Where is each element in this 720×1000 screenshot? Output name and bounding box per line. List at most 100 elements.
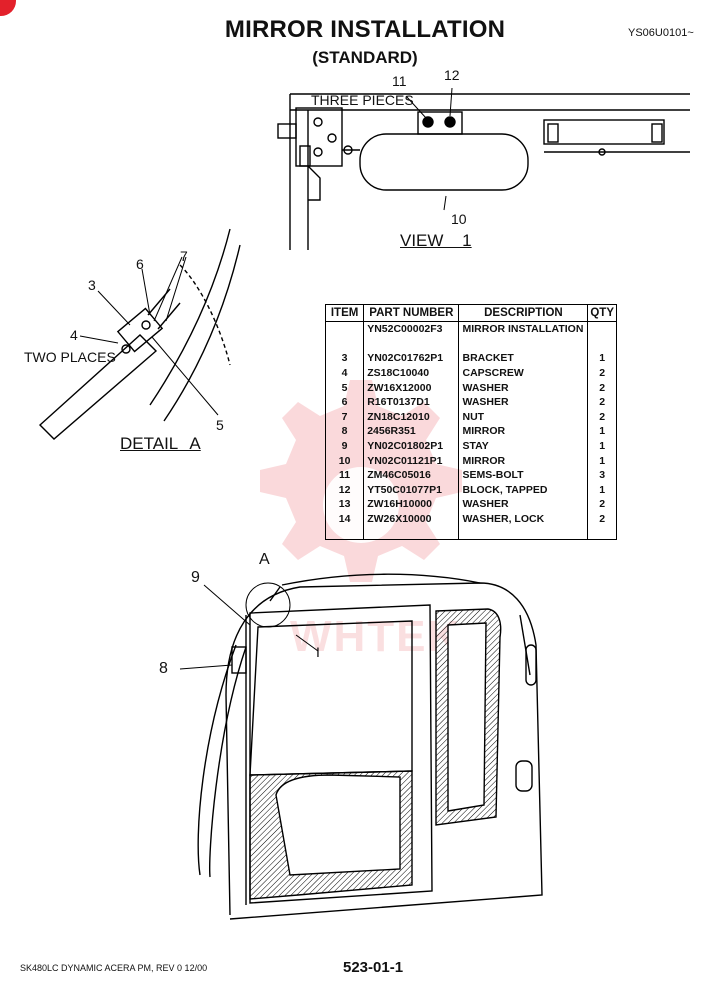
cell-qty: 2 — [587, 380, 617, 395]
view1-label: VIEW 1 — [400, 231, 472, 250]
document-code: YS06U0101~ — [628, 27, 694, 39]
cell-item: 14 — [324, 511, 365, 527]
cell-item: 8 — [324, 424, 365, 439]
cell-qty — [587, 336, 617, 352]
page-subtitle: (STANDARD) — [312, 48, 418, 67]
col-header-item: ITEM — [324, 304, 365, 322]
cell-item — [324, 321, 365, 337]
cell-part: YT50C01077P1 — [363, 482, 460, 498]
view1-note: THREE PIECES — [311, 92, 414, 108]
callout-6: 6 — [136, 256, 144, 272]
page-title: MIRROR INSTALLATION — [224, 16, 506, 43]
cell-part: ZN18C12010 — [363, 409, 460, 425]
cell-item: 13 — [324, 497, 365, 512]
cell-item: 3 — [324, 351, 365, 366]
cell-desc: STAY — [458, 438, 589, 454]
detail-a-note: TWO PLACES — [24, 349, 116, 365]
table-header-row: ITEM PART NUMBER DESCRIPTION QTY — [324, 304, 617, 322]
callout-11: 11 — [392, 73, 407, 89]
cell-desc: BLOCK, TAPPED — [458, 482, 589, 498]
cell-part: YN02C01121P1 — [363, 453, 460, 468]
col-header-qty: QTY — [587, 304, 617, 322]
cell-item: 6 — [324, 394, 365, 410]
cell-qty: 1 — [587, 438, 617, 454]
col-header-part-number: PART NUMBER — [363, 304, 460, 322]
table-filler-row — [324, 526, 617, 540]
cell-desc: NUT — [458, 409, 589, 425]
cell-desc: BRACKET — [458, 351, 589, 366]
cell-qty: 2 — [587, 365, 617, 381]
callout-12: 12 — [444, 67, 460, 83]
cell-desc: WASHER — [458, 497, 589, 512]
cell-part: YN02C01802P1 — [363, 438, 460, 454]
cab-drawing — [179, 573, 543, 920]
callout-4: 4 — [70, 327, 78, 343]
cell-part: YN02C01762P1 — [363, 351, 460, 366]
callout-7: 7 — [180, 248, 188, 264]
cell-qty — [587, 321, 617, 337]
detail-a-drawing — [38, 228, 241, 440]
table-row — [324, 336, 617, 352]
parts-table: ITEM PART NUMBER DESCRIPTION QTY YN52C00… — [324, 304, 617, 540]
callout-10: 10 — [451, 211, 467, 227]
cell-qty: 1 — [587, 453, 617, 468]
cell-desc: MIRROR — [458, 453, 589, 468]
cell-part: R16T0137D1 — [363, 394, 460, 410]
cell-desc: WASHER — [458, 394, 589, 410]
cell-desc: SEMS-BOLT — [458, 467, 589, 483]
page-number: 523-01-1 — [343, 959, 404, 976]
callout-3: 3 — [88, 277, 96, 293]
cell-qty: 2 — [587, 497, 617, 512]
cell-item: 5 — [324, 380, 365, 395]
cell-desc — [458, 336, 589, 352]
cell-item: 11 — [324, 467, 365, 483]
callout-8: 8 — [159, 660, 168, 677]
callout-view1-arrow: I — [316, 644, 320, 660]
cell-part: ZW16H10000 — [363, 497, 460, 512]
cell-item: 12 — [324, 482, 365, 498]
detail-a-label: DETAIL A — [120, 434, 201, 453]
cell-part — [363, 336, 460, 352]
cell-part: YN52C00002F3 — [363, 321, 460, 337]
cell-item: 7 — [324, 409, 365, 425]
cell-desc: MIRROR INSTALLATION — [458, 321, 589, 337]
cell-qty: 1 — [587, 351, 617, 366]
cell-desc: CAPSCREW — [458, 365, 589, 381]
watermark-text: WHTEK — [290, 612, 462, 661]
cell-qty: 2 — [587, 511, 617, 527]
cell-part: ZW26X10000 — [363, 511, 460, 527]
cell-item — [324, 336, 365, 352]
cell-empty — [587, 526, 617, 540]
corner-badge — [0, 0, 16, 16]
cell-qty: 2 — [587, 409, 617, 425]
cell-qty: 2 — [587, 394, 617, 410]
cell-desc: WASHER — [458, 380, 589, 395]
cell-part: ZM46C05016 — [363, 467, 460, 483]
callout-A: A — [259, 551, 270, 568]
cell-empty — [324, 526, 365, 540]
cell-empty — [458, 526, 589, 540]
cell-desc: MIRROR — [458, 424, 589, 439]
cell-qty: 3 — [587, 467, 617, 483]
cell-part: ZS18C10040 — [363, 365, 460, 381]
col-header-description: DESCRIPTION — [458, 304, 589, 322]
cell-desc: WASHER, LOCK — [458, 511, 589, 527]
cell-qty: 1 — [587, 424, 617, 439]
footer-model: SK480LC DYNAMIC ACERA PM, REV 0 12/00 — [20, 963, 208, 973]
cell-part: 2456R351 — [363, 424, 460, 439]
cell-item: 9 — [324, 438, 365, 454]
cell-item: 4 — [324, 365, 365, 381]
